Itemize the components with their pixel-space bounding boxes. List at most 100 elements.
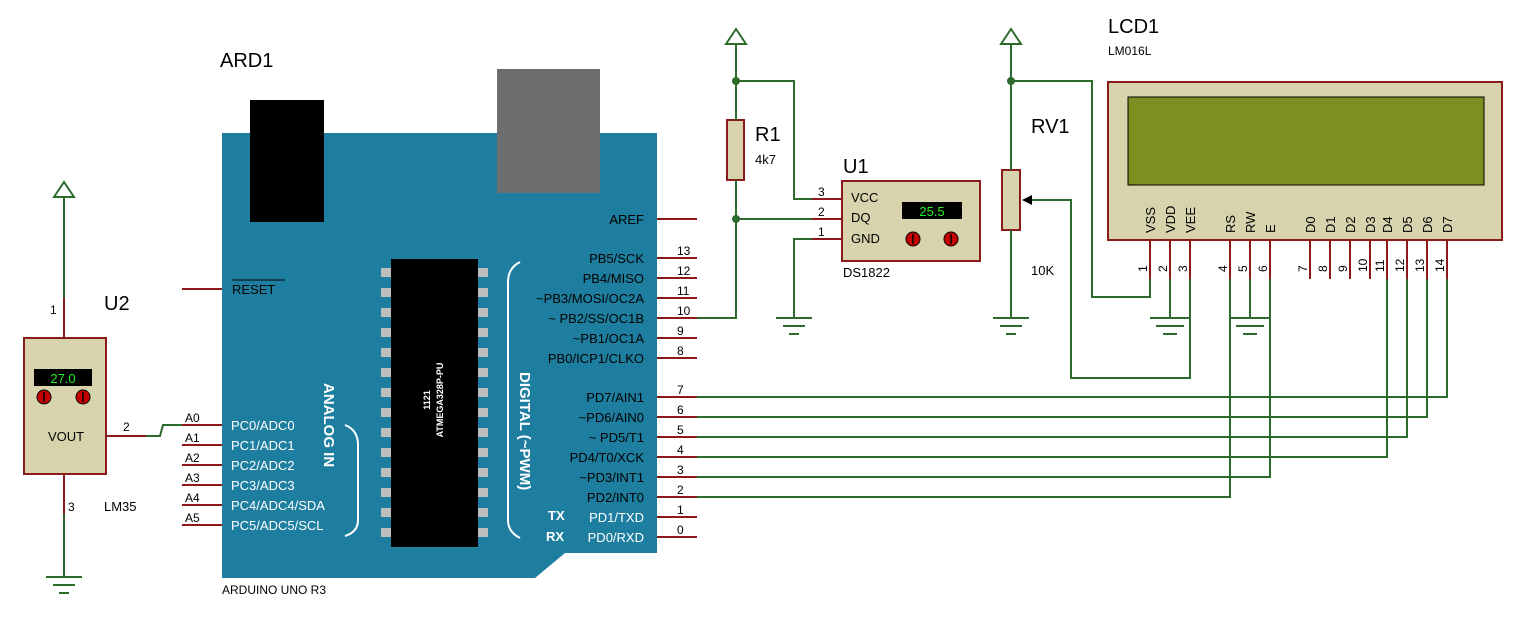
wire-vcc-u1 bbox=[736, 80, 812, 200]
wire-d5 bbox=[697, 279, 1408, 438]
lcd-pin-label: VEE bbox=[1183, 207, 1198, 233]
ground-rv1 bbox=[993, 317, 1029, 335]
r1-value: 4k7 bbox=[755, 152, 776, 167]
digital-pin-label: PB4/MISO bbox=[583, 271, 644, 286]
lcd-pin-label: RW bbox=[1243, 211, 1258, 233]
ds1822-vcc-label: VCC bbox=[851, 190, 878, 205]
u2-model: LM35 bbox=[104, 499, 137, 514]
chip-leg bbox=[478, 328, 488, 337]
digital-pin-label: ~ PD5/T1 bbox=[589, 430, 644, 445]
chip-leg bbox=[381, 488, 391, 497]
lcd-pin-number: 1 bbox=[1136, 265, 1150, 272]
analog-pin-number: A2 bbox=[185, 451, 200, 465]
digital-pin-label: ~ PB2/SS/OC1B bbox=[548, 311, 644, 326]
wire-r1-pin10 bbox=[697, 180, 737, 319]
lcd-pin-label: D7 bbox=[1440, 216, 1455, 233]
chip-leg bbox=[381, 348, 391, 357]
rx-label: RX bbox=[546, 529, 564, 544]
lcd-pin-number: 2 bbox=[1156, 265, 1170, 272]
lcd-pin-label: D5 bbox=[1400, 216, 1415, 233]
analog-pin-label: PC5/ADC5/SCL bbox=[231, 518, 323, 533]
lcd-pin-number: 8 bbox=[1316, 265, 1330, 272]
rv1-potentiometer[interactable] bbox=[1001, 169, 1021, 231]
lcd-pin-number: 6 bbox=[1256, 265, 1270, 272]
ds1822-reading: 25.5 bbox=[919, 204, 944, 219]
digital-pin-number: 11 bbox=[677, 284, 690, 298]
chip-leg bbox=[381, 328, 391, 337]
wire-d6 bbox=[697, 279, 1428, 418]
digital-pin-label: PD2/INT0 bbox=[587, 490, 644, 505]
lcd-pin-label: RS bbox=[1223, 215, 1238, 233]
lcd-module[interactable] bbox=[1107, 81, 1503, 241]
analog-pin-number: A1 bbox=[185, 431, 200, 445]
u2-pin2: 2 bbox=[123, 420, 130, 434]
chip-leg bbox=[478, 288, 488, 297]
wires bbox=[63, 44, 1448, 577]
digital-pin-label: ~PB3/MOSI/OC2A bbox=[536, 291, 644, 306]
lcd-pin-label: D3 bbox=[1363, 216, 1378, 233]
digital-pin-number: 12 bbox=[677, 264, 691, 278]
power-arrow-r1 bbox=[724, 27, 748, 45]
digital-pin-number: 0 bbox=[677, 523, 684, 537]
chip-leg bbox=[478, 448, 488, 457]
rv1-value: 10K bbox=[1031, 263, 1054, 278]
chip-leg bbox=[478, 528, 488, 537]
r1-resistor[interactable] bbox=[726, 119, 745, 181]
chip-name: ATMEGA328P-PU bbox=[435, 363, 445, 438]
digital-pin-label: PD1/TXD bbox=[589, 510, 644, 525]
chip-leg bbox=[381, 288, 391, 297]
lcd-pin-number: 11 bbox=[1373, 259, 1387, 272]
digital-pin-label: PD0/RXD bbox=[588, 530, 644, 545]
chip-leg bbox=[381, 308, 391, 317]
rv1-wiper-arrow bbox=[1022, 195, 1032, 205]
wire-d4 bbox=[697, 279, 1388, 458]
lcd-pin-number: 5 bbox=[1236, 265, 1250, 272]
chip-leg bbox=[478, 408, 488, 417]
chip-leg bbox=[381, 388, 391, 397]
wire-e bbox=[697, 318, 1271, 478]
u1-pin1: 1 bbox=[818, 225, 825, 239]
ground-u1 bbox=[776, 317, 812, 335]
lcd-pin-label: VSS bbox=[1143, 207, 1158, 233]
power-terminals bbox=[52, 27, 1023, 205]
analog-pin-number: A0 bbox=[185, 411, 200, 425]
digital-pin-number: 3 bbox=[677, 463, 684, 477]
lcd-pin-number: 9 bbox=[1336, 265, 1350, 272]
digital-pin-number: 6 bbox=[677, 403, 684, 417]
lcd-pin-number: 12 bbox=[1393, 258, 1407, 272]
chip-leg bbox=[381, 508, 391, 517]
digital-pin-label: ~PD6/AIN0 bbox=[579, 410, 644, 425]
lcd-pin-number: 3 bbox=[1176, 265, 1190, 272]
tx-label: TX bbox=[548, 508, 565, 523]
analog-pin-number: A4 bbox=[185, 491, 200, 505]
wire-vee bbox=[1032, 199, 1191, 379]
analog-pin-label: PC2/ADC2 bbox=[231, 458, 295, 473]
chip-id: 1121 bbox=[422, 390, 432, 410]
u2-pin1: 1 bbox=[50, 303, 57, 317]
lcd-pin-number: 10 bbox=[1356, 258, 1370, 272]
u2-ref: U2 bbox=[104, 293, 130, 315]
chip-leg bbox=[381, 368, 391, 377]
lm35-sensor[interactable]: 27.0 VOUT bbox=[23, 337, 107, 475]
u2-pin3: 3 bbox=[68, 500, 75, 514]
chip-leg bbox=[381, 468, 391, 477]
chip-leg bbox=[381, 448, 391, 457]
analog-pin-number: A3 bbox=[185, 471, 200, 485]
analog-pin-label: PC0/ADC0 bbox=[231, 418, 295, 433]
usb-connector bbox=[497, 69, 600, 193]
wire-u1-gnd bbox=[793, 238, 812, 318]
digital-pin-label: PD4/T0/XCK bbox=[570, 450, 645, 465]
lcd-model: LM016L bbox=[1108, 44, 1152, 58]
lcd-pin-label: E bbox=[1263, 224, 1278, 233]
lcd-pin-number: 4 bbox=[1216, 265, 1230, 272]
digital-pin-label: PB5/SCK bbox=[589, 251, 644, 266]
digital-pwm-label: DIGITAL (~PWM) bbox=[516, 372, 533, 490]
lcd-pins: VSS1VDD2VEE3RS4RW5E6D07D18D29D310D411D51… bbox=[1136, 206, 1455, 279]
lcd-pin-label: VDD bbox=[1163, 206, 1178, 233]
ds1822-sensor[interactable]: VCC DQ GND 25.5 bbox=[841, 180, 981, 262]
ds1822-gnd-label: GND bbox=[851, 231, 880, 246]
arduino-board[interactable]: 1121 ATMEGA328P-PU ANALOG IN DIGITAL (~P… bbox=[222, 69, 657, 578]
ground-u2 bbox=[46, 576, 82, 594]
